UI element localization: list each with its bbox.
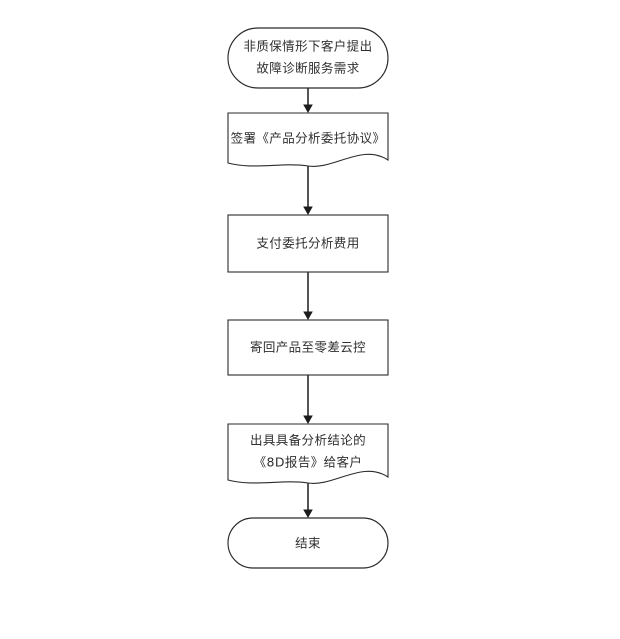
node-issue-report-label-line1: 出具具备分析结论的 bbox=[250, 433, 366, 448]
node-start-label-line1: 非质保情形下客户提出 bbox=[243, 39, 372, 54]
node-issue-report-label-line2: 《8D报告》给客户 bbox=[254, 455, 363, 470]
node-sign-agreement[interactable]: 签署《产品分析委托协议》 bbox=[227, 112, 389, 167]
node-end[interactable]: 结束 bbox=[227, 517, 389, 569]
connector-start-to-sign-agreement bbox=[303, 88, 313, 113]
node-pay-fee-shape[interactable] bbox=[227, 214, 389, 273]
node-sign-agreement-label-line1: 签署《产品分析委托协议》 bbox=[231, 131, 386, 146]
node-start-shape[interactable] bbox=[227, 27, 389, 89]
arrow-head-icon bbox=[303, 509, 313, 518]
connector-sign-agreement-to-pay-fee bbox=[303, 166, 313, 215]
node-ship-product-shape[interactable] bbox=[227, 319, 389, 376]
connector-issue-report-to-end bbox=[303, 483, 313, 518]
node-end-label-line1: 结束 bbox=[295, 536, 321, 551]
connector-pay-fee-to-ship-product bbox=[303, 272, 313, 320]
arrow-head-icon bbox=[303, 206, 313, 215]
node-issue-report[interactable]: 出具具备分析结论的 《8D报告》给客户 bbox=[227, 423, 389, 484]
node-start-label-line2: 故障诊断服务需求 bbox=[256, 61, 359, 76]
node-issue-report-shape[interactable] bbox=[227, 423, 389, 484]
node-ship-product[interactable]: 寄回产品至零差云控 bbox=[227, 319, 389, 376]
arrow-head-icon bbox=[303, 104, 313, 113]
node-start[interactable]: 非质保情形下客户提出 故障诊断服务需求 bbox=[227, 27, 389, 89]
arrow-head-icon bbox=[303, 311, 313, 320]
node-ship-product-label-line1: 寄回产品至零差云控 bbox=[250, 340, 366, 355]
arrow-head-icon bbox=[303, 415, 313, 424]
node-sign-agreement-shape[interactable] bbox=[227, 112, 389, 167]
connector-ship-product-to-issue-report bbox=[303, 375, 313, 424]
node-pay-fee[interactable]: 支付委托分析费用 bbox=[227, 214, 389, 273]
node-pay-fee-label-line1: 支付委托分析费用 bbox=[256, 236, 359, 251]
node-end-shape[interactable] bbox=[227, 517, 389, 569]
